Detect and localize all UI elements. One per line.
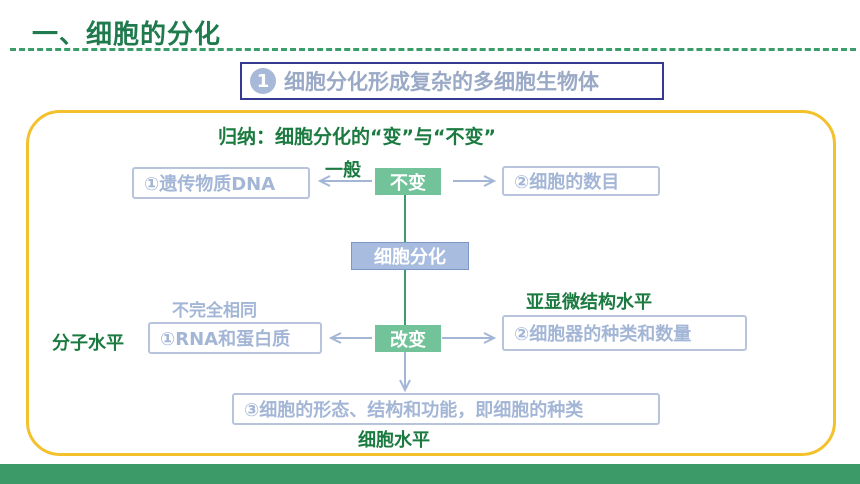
arrow-changed-left-head: [328, 332, 342, 344]
blue-arrows: [317, 175, 497, 393]
page-title: 一、细胞的分化: [32, 20, 222, 50]
section-heading: 1 细胞分化形成复杂的多细胞生物体: [240, 62, 664, 100]
arrow-unchanged-right-head: [483, 175, 497, 187]
unchanged-left-box: ①遗传物质DNA: [132, 167, 310, 199]
arrow-changed-down-head: [399, 379, 411, 393]
unchanged-note: 一般: [325, 160, 361, 181]
title-dashed-divider: [10, 48, 856, 51]
changed-right-note: 亚显微结构水平: [526, 292, 652, 313]
footer-bar: [0, 464, 860, 484]
changed-right-box: ②细胞器的种类和数量: [502, 315, 747, 351]
unchanged-label: 不变: [375, 168, 441, 195]
section-heading-text: 细胞分化形成复杂的多细胞生物体: [284, 70, 599, 94]
changed-bottom-box: ③细胞的形态、结构和功能，即细胞的种类: [232, 393, 660, 425]
center-node: 细胞分化: [351, 242, 469, 270]
summary-heading: 归纳：细胞分化的“变”与“不变”: [218, 126, 496, 148]
changed-left-box: ①RNA和蛋白质: [148, 322, 322, 354]
unchanged-right-box: ②细胞的数目: [502, 166, 660, 196]
arrow-changed-right-head: [483, 332, 497, 344]
changed-label: 改变: [375, 325, 441, 352]
changed-left-level: 分子水平: [52, 333, 124, 354]
changed-left-note: 不完全相同: [172, 301, 257, 321]
section-number-badge: 1: [250, 68, 276, 94]
changed-bottom-level: 细胞水平: [358, 430, 430, 451]
arrow-unchanged-left-head: [317, 175, 331, 187]
summary-frame: [26, 110, 836, 456]
